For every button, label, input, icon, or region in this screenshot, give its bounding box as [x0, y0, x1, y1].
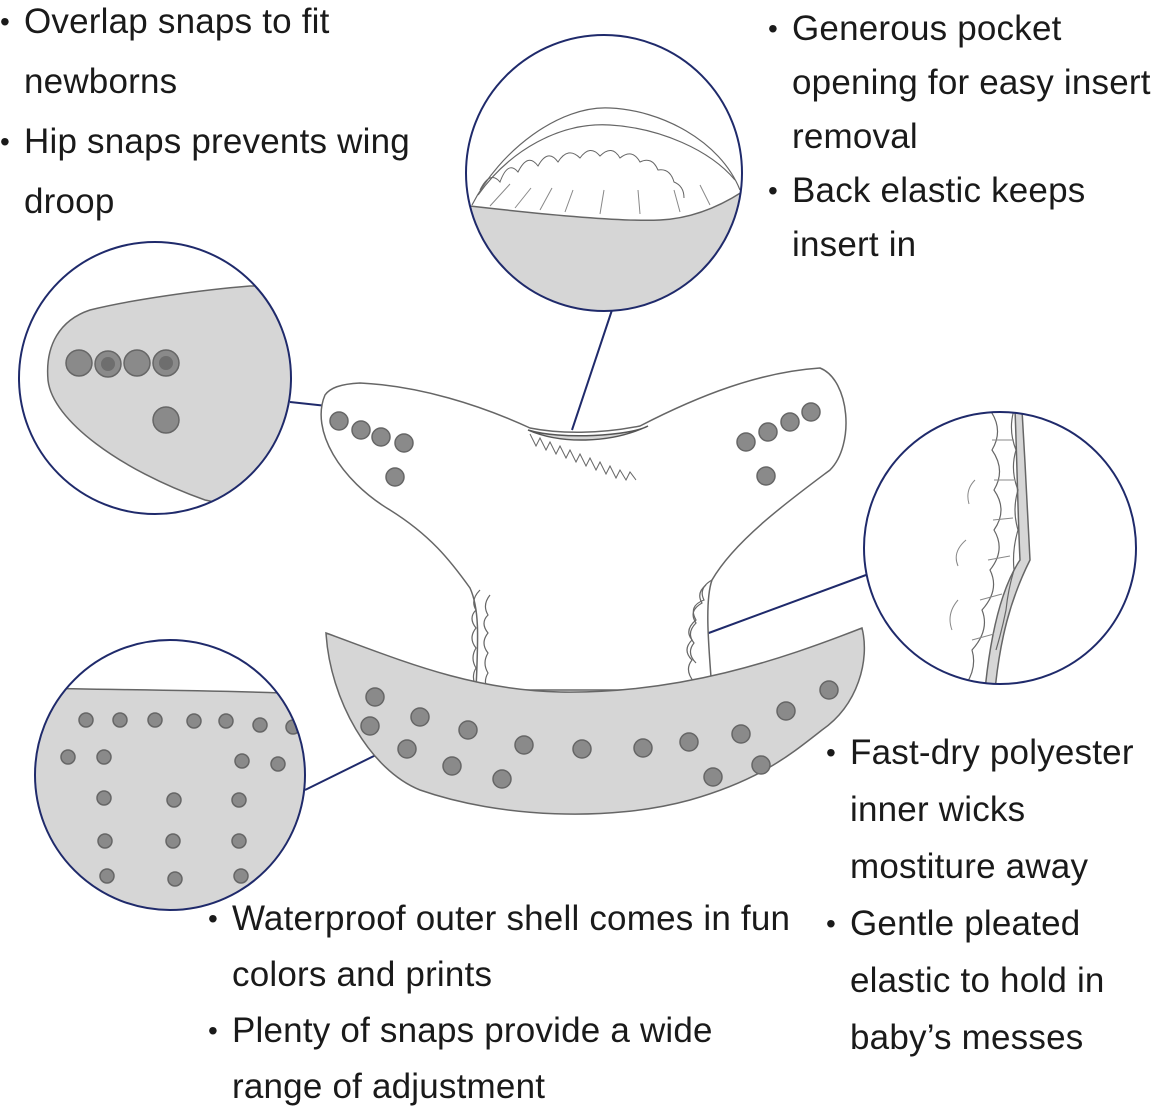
leader-line-right: [705, 574, 867, 635]
callout-item: Back elastic keeps insert in: [768, 164, 1158, 272]
callout-item: Hip snaps prevents wing droop: [0, 112, 470, 232]
callout-item: Fast-dry polyester inner wicks mostiture…: [826, 724, 1159, 895]
zoom-circle-hip-snaps: [18, 241, 292, 515]
snap: [371, 427, 391, 447]
callout-inner-elastic: Fast-dry polyester inner wicks mostiture…: [826, 724, 1159, 1066]
front-snaps: [360, 680, 839, 789]
snap: [385, 467, 405, 487]
snap: [756, 466, 776, 486]
zoom-circle-front-snaps: [34, 639, 306, 911]
callout-item: Plenty of snaps provide a wide range of …: [208, 1003, 808, 1115]
snap: [329, 411, 349, 431]
snap: [780, 412, 800, 432]
hip-snaps: [329, 402, 821, 487]
leader-line-bottom: [304, 752, 381, 791]
callout-hip-snaps: Overlap snaps to fit newborns Hip snaps …: [0, 0, 470, 232]
snap: [736, 432, 756, 452]
callout-item: Gentle pleated elastic to hold in baby’s…: [826, 895, 1159, 1066]
leader-line-left: [289, 401, 328, 407]
zoom-circle-pocket: [465, 34, 743, 312]
leg-elastic-left-inner: [483, 594, 491, 694]
leg-elastic-left: [471, 589, 481, 691]
callout-item: Waterproof outer shell comes in fun colo…: [208, 891, 808, 1003]
callout-outer-shell: Waterproof outer shell comes in fun colo…: [208, 891, 808, 1115]
callout-item: Overlap snaps to fit newborns: [0, 0, 470, 112]
snap: [394, 433, 414, 453]
leader-line-top: [571, 309, 613, 431]
snap: [758, 422, 778, 442]
callout-item: Generous pocket opening for easy insert …: [768, 2, 1158, 164]
leg-elastic-right: [686, 579, 713, 683]
leg-elastic-right-inner: [689, 584, 707, 664]
callout-pocket-opening: Generous pocket opening for easy insert …: [768, 2, 1158, 272]
zoom-circle-leg-elastic: [863, 411, 1137, 685]
snap: [351, 420, 371, 440]
pocket-ruffle: [529, 433, 637, 482]
leader-lines: [289, 309, 867, 791]
diaper-inner-panel: [320, 367, 847, 691]
snap: [801, 402, 821, 422]
pocket-opening-shape: [527, 425, 649, 441]
